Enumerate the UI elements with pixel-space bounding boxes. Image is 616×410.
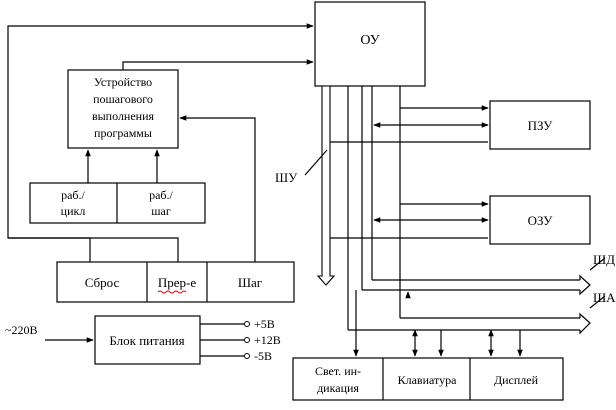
rom-label: ПЗУ (528, 118, 554, 133)
mains-label: ~220В (5, 323, 38, 337)
interrupt-label: Прер-е (158, 275, 196, 290)
mode-switch-block: раб./ цикл раб./ шаг (29, 182, 206, 224)
work-cycle-line-2: цикл (61, 204, 86, 218)
plus12-label: +12В (254, 333, 281, 347)
address-bus-label: ША (593, 290, 616, 305)
data-bus-label: ШД (593, 252, 615, 267)
ram-label: ОЗУ (528, 213, 554, 228)
power-label: Блок питания (109, 333, 184, 348)
power-block: Блок питания (94, 315, 201, 365)
data-bus: ШД (361, 86, 615, 296)
plus5-label: +5В (254, 317, 275, 331)
indicator-line-2: дикация (317, 381, 359, 395)
ou-label: ОУ (360, 33, 379, 48)
stepper-block: Устройство пошагового выполнения програм… (67, 69, 179, 149)
ram-block: ОЗУ (489, 195, 591, 245)
work-cycle-line-1: раб./ (61, 188, 85, 202)
address-bus: ША (347, 86, 616, 335)
indicator-line-1: Свет. ин- (315, 364, 361, 378)
work-step-line-2: шаг (151, 204, 171, 218)
ou-block: ОУ (314, 1, 426, 87)
control-bus-label: ШУ (275, 170, 298, 185)
step-label: Шаг (238, 275, 262, 290)
keyboard-label: Клавиатура (398, 373, 458, 387)
stepper-line-3: выполнения (92, 109, 155, 123)
control-connections (7, 23, 314, 262)
stepper-line-1: Устройство (94, 75, 152, 89)
reset-label: Сброс (85, 275, 120, 290)
peripheral-connections (353, 290, 523, 357)
stepper-line-2: пошагового (93, 92, 153, 106)
peripherals-block: Свет. ин- дикация Клавиатура Дисплей (292, 357, 564, 401)
control-bus: ШУ (275, 85, 488, 286)
control-buttons-block: Сброс Прер-е Шаг (56, 261, 295, 303)
display-label: Дисплей (494, 373, 539, 387)
power-connections: ~220В +5В +12В -5В (5, 317, 281, 363)
rom-block: ПЗУ (489, 100, 591, 150)
stepper-line-4: программы (94, 126, 152, 140)
work-step-line-1: раб./ (149, 188, 173, 202)
minus5-label: -5В (254, 349, 272, 363)
